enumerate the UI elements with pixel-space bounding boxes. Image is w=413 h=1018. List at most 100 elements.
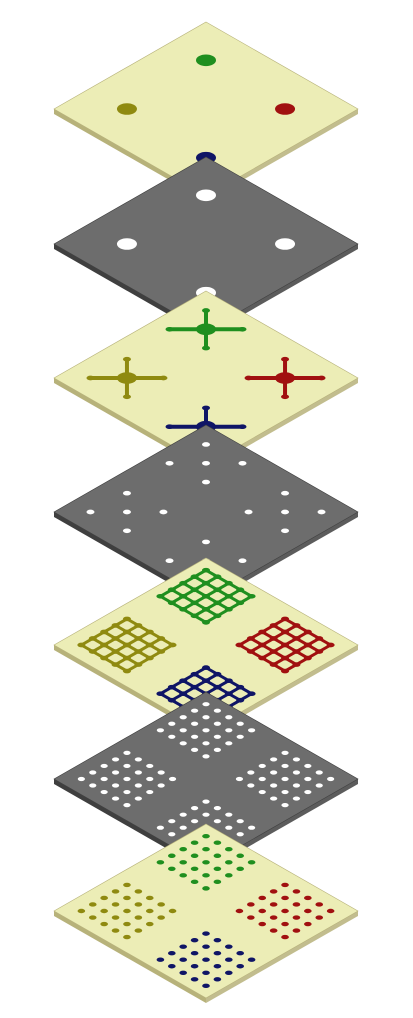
hole-top — [202, 460, 210, 466]
dot-top — [168, 853, 176, 858]
hole-left — [123, 789, 131, 795]
dot-left — [111, 889, 120, 894]
hole-left — [146, 776, 154, 782]
pad-end-bottom — [202, 405, 210, 411]
mesh-node-top — [202, 593, 210, 599]
hole-left — [123, 763, 131, 769]
dot-left — [111, 928, 120, 933]
mesh-node-right — [269, 623, 278, 628]
hole-right — [247, 770, 255, 775]
mesh-node-left — [134, 636, 143, 641]
hole-bottom — [213, 806, 221, 811]
mesh-node-left — [134, 623, 143, 628]
hole-top — [202, 715, 210, 720]
mesh-node-bottom — [236, 697, 245, 703]
mesh-node-left — [157, 649, 166, 654]
mesh-node-right — [281, 642, 290, 648]
hole-bottom — [225, 812, 233, 817]
dot-top — [202, 873, 210, 878]
mesh-node-right — [292, 636, 301, 641]
hole-top — [179, 741, 187, 746]
mesh-node-left — [134, 662, 143, 667]
dot-left — [134, 902, 143, 907]
hole-right — [270, 757, 278, 762]
hole-right — [304, 763, 312, 769]
hole-top — [202, 479, 210, 485]
pad-end-right — [281, 356, 290, 362]
mesh-node-bottom — [224, 691, 233, 697]
hole-right — [315, 770, 323, 775]
mesh-node-top — [190, 613, 199, 619]
mesh-node-left — [122, 616, 131, 622]
mesh-node-right — [281, 629, 290, 635]
hole-top — [213, 708, 221, 713]
pad-right — [275, 103, 296, 115]
hole-left — [100, 776, 108, 782]
hole-top — [202, 741, 210, 746]
hole-top — [236, 721, 244, 726]
hole-top — [225, 715, 233, 720]
layer-1 — [53, 21, 359, 201]
dot-top — [179, 847, 187, 852]
mesh-node-right — [303, 629, 312, 635]
pad-end-left — [122, 356, 131, 362]
dot-bottom — [190, 950, 199, 956]
dot-left — [123, 895, 131, 901]
hole-bottom — [191, 819, 199, 824]
hole-bottom — [202, 539, 210, 545]
hole-bottom — [236, 832, 244, 837]
dot-left — [145, 908, 154, 914]
dot-left — [157, 902, 165, 907]
mesh-node-left — [145, 655, 154, 661]
mesh-node-right — [292, 623, 301, 628]
dot-bottom — [225, 970, 233, 975]
dot-right — [269, 902, 278, 907]
hole-left — [111, 796, 120, 801]
dot-top — [168, 866, 176, 872]
dot-top — [156, 860, 165, 865]
hole-top — [202, 442, 210, 447]
mesh-node-right — [292, 662, 301, 667]
mesh-node-bottom — [202, 665, 210, 670]
mesh-node-right — [281, 616, 290, 622]
hole-top — [202, 754, 210, 759]
mesh-node-right — [258, 642, 267, 648]
hole-top — [225, 741, 233, 746]
pad-center-right — [275, 372, 296, 384]
mesh-node-right — [281, 655, 290, 661]
hole-right — [304, 789, 312, 795]
dot-right — [292, 928, 301, 933]
mesh-node-bottom — [167, 697, 176, 703]
hole-left — [157, 770, 165, 775]
mesh-node-top — [213, 574, 222, 580]
hole-bottom — [168, 832, 176, 837]
mesh-node-right — [269, 662, 278, 667]
pad-end-left — [122, 394, 131, 400]
dot-bottom — [236, 964, 244, 969]
dot-left — [88, 915, 97, 920]
dot-bottom — [202, 931, 210, 936]
mesh-node-bottom — [236, 684, 245, 690]
hole-top — [202, 702, 210, 707]
mesh-node-top — [190, 587, 199, 593]
hole-right — [327, 776, 335, 782]
dot-bottom — [213, 950, 222, 956]
mesh-node-left — [122, 668, 131, 674]
mesh-node-top — [213, 613, 222, 619]
mesh-node-right — [269, 636, 278, 641]
mesh-node-left — [134, 649, 143, 654]
mesh-node-bottom — [247, 691, 256, 697]
hole-right — [258, 789, 266, 795]
dot-bottom — [236, 950, 244, 956]
mesh-node-left — [88, 649, 97, 654]
hole-right — [275, 238, 296, 250]
dot-left — [111, 915, 120, 920]
hole-right — [292, 757, 301, 762]
dot-right — [269, 889, 278, 894]
hole-top — [213, 747, 221, 752]
mesh-node-top — [224, 580, 233, 586]
board-surface — [53, 823, 359, 999]
mesh-node-right — [246, 649, 255, 654]
